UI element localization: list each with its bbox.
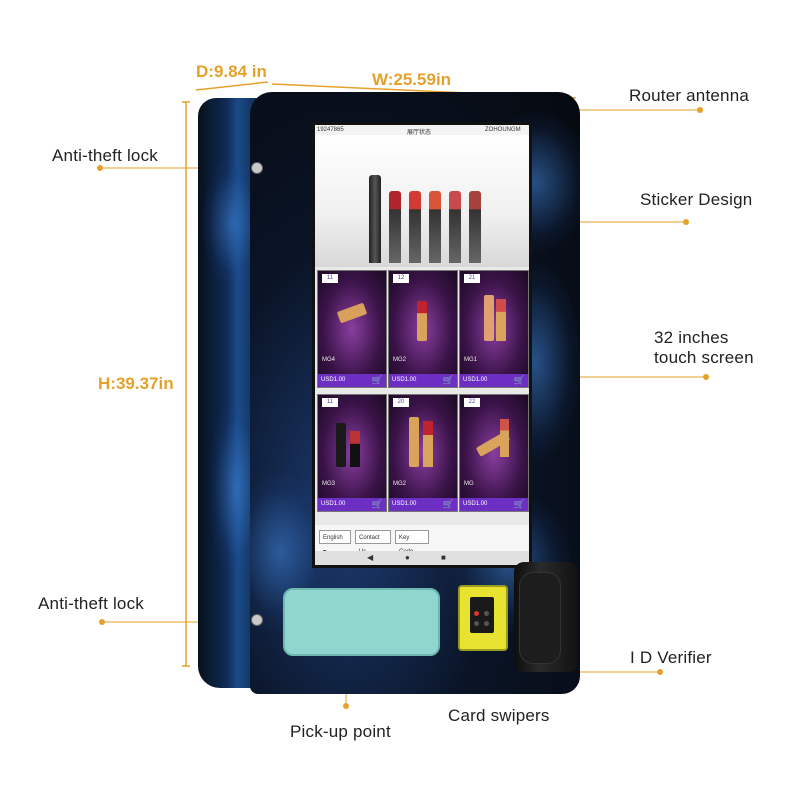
language-value: English xyxy=(323,535,343,541)
width-label: W:25.59in xyxy=(372,70,452,89)
id-verifier-label: I D Verifier xyxy=(630,648,712,667)
anti-theft-lock-top[interactable] xyxy=(251,162,263,174)
language-select[interactable]: English ▾ xyxy=(319,530,351,555)
tile-product-name: MG3 xyxy=(322,481,336,487)
tile-slot-number: 21 xyxy=(464,274,480,283)
card-swipers-label: Card swipers xyxy=(448,706,550,725)
hero-banner xyxy=(315,135,529,267)
home-icon[interactable]: ● xyxy=(405,553,410,562)
anti-theft-lock-bottom[interactable] xyxy=(251,614,263,626)
pickup-door[interactable] xyxy=(283,588,440,656)
depth-label: D:9.84 in xyxy=(196,62,267,81)
depth-line xyxy=(195,81,269,91)
android-nav-bar: ◀ ● ■ xyxy=(315,551,529,565)
tile-slot-number: 11 xyxy=(322,274,338,283)
screen-phone: 19247865 xyxy=(317,127,344,133)
tile-price: USD1.00 xyxy=(460,498,528,511)
product-grid: 11 MG4 USD1.00 🛒 12 MG2 USD1.00 🛒 21 MG1… xyxy=(315,270,529,515)
recent-icon[interactable]: ■ xyxy=(441,553,446,562)
contact-us-button[interactable]: Contact Us xyxy=(355,530,391,555)
tile-slot-number: 11 xyxy=(322,398,338,407)
cart-icon[interactable]: 🛒 xyxy=(442,499,454,509)
anti-theft-lock-top-label: Anti-theft lock xyxy=(52,146,158,165)
touch-screen-dot xyxy=(703,374,709,380)
pickup-dot xyxy=(343,703,349,709)
pickup-point-label: Pick-up point xyxy=(290,722,391,741)
tile-slot-number: 20 xyxy=(393,398,409,407)
cart-icon[interactable]: 🛒 xyxy=(513,499,525,509)
card-swiper[interactable] xyxy=(458,585,508,651)
cart-icon[interactable]: 🛒 xyxy=(442,375,454,385)
tile-price: USD1.00 xyxy=(318,374,386,387)
product-tile[interactable]: 11 MG4 USD1.00 🛒 xyxy=(317,270,387,388)
tile-product-name: MG2 xyxy=(393,357,407,363)
lock-bottom-dot xyxy=(99,619,105,625)
screen-status-bar: 19247865 展厅状态 ZOHOUNGM xyxy=(315,125,529,136)
anti-theft-lock-bottom-label: Anti-theft lock xyxy=(38,594,144,613)
product-tile[interactable]: 22 MG USD1.00 🛒 xyxy=(459,394,529,512)
screen-footer: English ▾ Contact Us Key Code ◀ ● ■ xyxy=(315,525,529,565)
screen-title: 展厅状态 xyxy=(407,130,432,136)
height-label: H:39.37in xyxy=(98,374,174,393)
lock-top-dot xyxy=(97,165,103,171)
product-tile[interactable]: 11 MG3 USD1.00 🛒 xyxy=(317,394,387,512)
id-verifier-dot xyxy=(657,669,663,675)
cart-icon[interactable]: 🛒 xyxy=(371,499,383,509)
sticker-design-label: Sticker Design xyxy=(640,190,753,209)
key-code-button[interactable]: Key Code xyxy=(395,530,429,555)
router-antenna-dot xyxy=(697,107,703,113)
tile-product-name: MG1 xyxy=(464,357,478,363)
sticker-dot xyxy=(683,219,689,225)
product-tile[interactable]: 20 MG2 USD1.00 🛒 xyxy=(388,394,458,512)
product-tile[interactable]: 21 MG1 USD1.00 🛒 xyxy=(459,270,529,388)
tile-slot-number: 22 xyxy=(464,398,480,407)
screen-brand: ZOHOUNGM xyxy=(485,127,521,133)
tile-price: USD1.00 xyxy=(318,498,386,511)
cart-icon[interactable]: 🛒 xyxy=(371,375,383,385)
tile-product-name: MG4 xyxy=(322,357,336,363)
router-antenna-label: Router antenna xyxy=(629,86,749,105)
tile-product-name: MG2 xyxy=(393,481,407,487)
cart-icon[interactable]: 🛒 xyxy=(513,375,525,385)
touch-screen-label: touch screen xyxy=(654,348,754,367)
tile-price: USD1.00 xyxy=(389,374,457,387)
touch-screen-size-label: 32 inches xyxy=(654,328,729,347)
product-tile[interactable]: 12 MG2 USD1.00 🛒 xyxy=(388,270,458,388)
back-icon[interactable]: ◀ xyxy=(367,553,374,562)
id-verifier-device[interactable] xyxy=(514,562,578,672)
tile-price: USD1.00 xyxy=(460,374,528,387)
touch-screen[interactable]: 19247865 展厅状态 ZOHOUNGM 11 MG4 USD1.00 🛒 … xyxy=(312,122,532,568)
tile-price: USD1.00 xyxy=(389,498,457,511)
tile-slot-number: 12 xyxy=(393,274,409,283)
tile-product-name: MG xyxy=(464,481,474,487)
